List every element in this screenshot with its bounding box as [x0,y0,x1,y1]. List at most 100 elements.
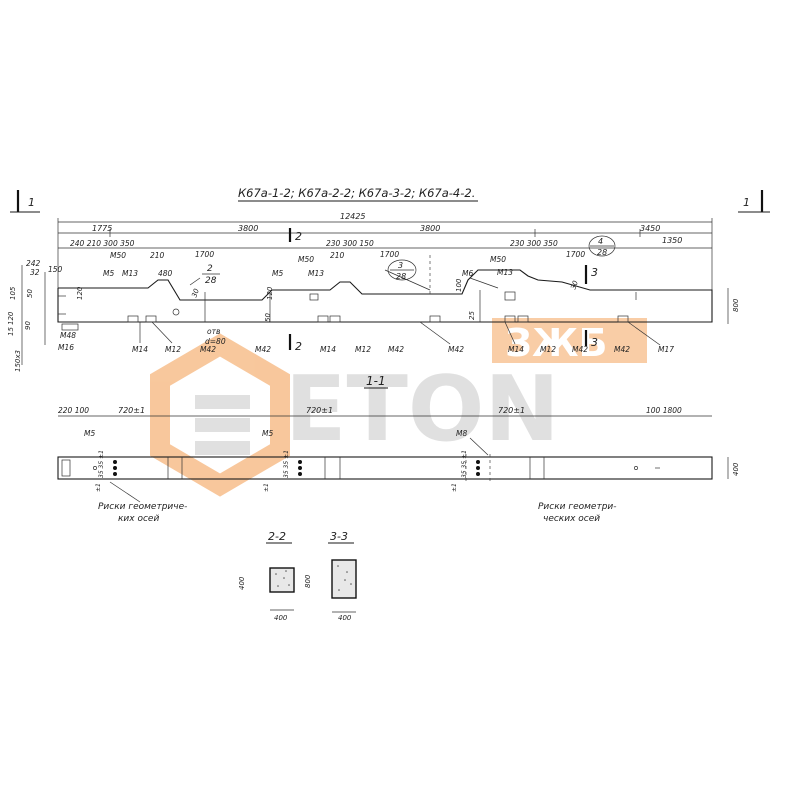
label-m48: M48 [60,331,76,340]
dim-seg-1: 1775 [92,224,112,233]
dim-left-242: 242 [26,259,41,268]
label-m42-f: M42 [614,345,630,354]
section-2-2-height: 400 [238,576,246,590]
section-mark-3-top-label: 3 [591,266,598,279]
dim-overall: 12425 [340,212,365,221]
section-2-2: 2-2 400 400 [238,530,295,622]
plan-dimensions: 220 100 720±1 720±1 720±1 100 1800 M5 M5… [58,406,712,456]
label-m13-a: M13 [122,269,138,278]
section-mark-3-top: 3 [584,265,598,284]
section-3-3-title: 3-3 [330,530,348,543]
label-d25: 25 [468,311,476,320]
detail-callout-2-sheet: 28 [205,276,217,286]
detail-callout-4-num: 4 [598,237,603,246]
section-3-3-height: 800 [304,574,312,588]
section-3-3: 3-3 400 800 [304,530,357,622]
dim-left-15: 15 [7,327,15,336]
plan-label-m5-a: M5 [84,429,95,438]
dim-210-a: 210 [150,251,165,260]
watermark-logo-icon [150,333,290,497]
label-hole-d: d=80 [205,337,226,346]
label-m42-c: M42 [388,345,404,354]
label-m5-a: M5 [103,269,114,278]
label-m12-c: M12 [540,345,556,354]
section-mark-2-top-label: 2 [295,230,302,243]
plan-label-m5-b: M5 [262,429,273,438]
plan-beam [57,454,729,482]
part-labels-top: M5 M13 M50 M5 M13 M50 M50 M13 M6 120 120… [76,251,580,322]
section-3-3-width: 400 [338,614,352,622]
label-m17: M17 [658,345,674,354]
dim-sub-mid: 230 300 150 [326,239,374,248]
section-mark-2-bottom-label: 2 [295,340,302,353]
plan-pitch-c: 720±1 [498,406,525,415]
detail-callout-3-num: 3 [398,261,403,270]
label-m13-c: M13 [497,268,513,277]
plan-tol-c: ±1 [451,483,458,492]
section-2-2-width: 400 [274,614,288,622]
plan-note-right-line1: Риски геометри- [538,502,617,512]
dim-1700-c: 1700 [566,250,585,259]
dim-left-120: 120 [7,311,15,325]
plan-label-m8: M8 [456,429,467,438]
plan-note-right-line2: ческих осей [543,514,600,524]
label-d100: 100 [455,278,463,292]
cut-mark-left-label: 1 [28,196,35,209]
plan-dim-left: 220 100 [58,406,89,415]
label-d30-a: 30 [190,287,201,299]
cut-mark-right: 1 [738,190,770,213]
part-labels-bottom: M48 M16 отв d=80 M14 M12 M42 M42 M14 M12… [58,321,674,354]
label-m14-b: M14 [320,345,336,354]
plan-tol-a: ±1 [95,483,102,492]
dim-1700-b: 1700 [380,250,399,259]
label-m42-a: M42 [200,345,216,354]
section-3-3-hatch [337,565,352,591]
plan-gap-c: 35 35 ±1 [461,450,468,478]
plan-pitch-b: 720±1 [306,406,333,415]
top-dimension-chain: 12425 1775 3800 3800 3450 1350 240 210 3… [57,212,713,300]
label-m42-e: M42 [572,345,588,354]
dim-seg-5: 1350 [662,236,682,245]
dim-left-32: 32 [30,268,40,277]
label-m14-a: M14 [132,345,148,354]
watermark-badge: ЗЖБ [505,321,607,365]
label-m50-a: M50 [110,251,126,260]
plan-note-left-line2: ких осей [118,514,159,524]
section-2-2-hatch [275,570,290,587]
label-m42-d: M42 [448,345,464,354]
dim-seg-4: 3450 [640,224,660,233]
label-m5-b: M5 [272,269,283,278]
label-d120-a: 120 [76,286,84,300]
plan-heading: 1-1 [366,374,386,388]
section-mark-3-bottom-label: 3 [591,336,598,349]
section-mark-2-bottom: 2 [288,334,302,353]
label-d30-b: 30 [569,279,580,291]
section-mark-2-top: 2 [288,228,302,243]
detail-callout-4: 4 28 [588,235,616,257]
dim-sub-right: 230 300 350 [510,239,558,248]
dim-seg-2: 3800 [238,224,258,233]
label-m12-b: M12 [355,345,371,354]
label-m13-b: M13 [308,269,324,278]
dim-left-150x3: 150x3 [14,350,22,372]
cut-mark-right-label: 1 [743,196,750,209]
label-m12-a: M12 [165,345,181,354]
drawing-title: К67а-1-2; К67а-2-2; К67а-3-2; К67а-4-2. [238,186,475,200]
detail-callout-4-sheet: 28 [597,248,607,257]
plan-note-right: Риски геометри- ческих осей [538,502,617,524]
plan-note-left-line1: Риски геометриче- [98,502,187,512]
watermark: ETON ЗЖБ [150,318,647,497]
dim-height-800: 800 [732,298,740,312]
label-m50-b: M50 [298,255,314,264]
detail-callout-2: 2 28 [202,264,220,286]
detail-callout-3-sheet: 28 [396,272,406,281]
label-hole: отв [207,327,220,336]
label-m6: M6 [462,269,473,278]
dim-left-90: 90 [24,321,32,330]
plan-tol-b: ±1 [263,483,270,492]
dim-left-50: 50 [26,289,34,298]
label-m16: M16 [58,343,74,352]
dim-1700-a: 1700 [195,250,214,259]
section-2-2-title: 2-2 [268,530,286,543]
